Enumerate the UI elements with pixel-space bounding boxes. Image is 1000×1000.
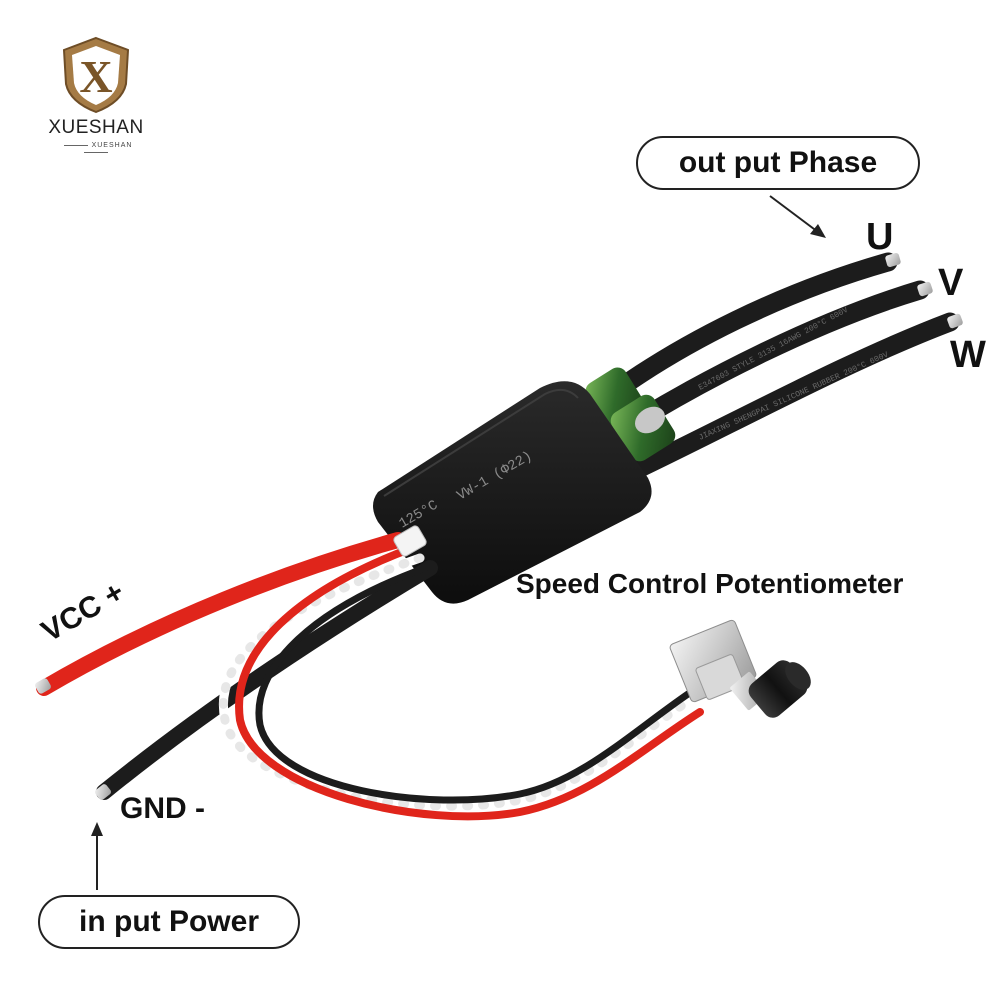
brand-subtitle: XUESHAN — [44, 142, 148, 156]
output-phase-callout: out put Phase — [636, 136, 920, 190]
brand-name: XUESHAN — [48, 117, 144, 138]
gnd-label: GND - — [120, 792, 205, 825]
potentiometer — [669, 619, 811, 718]
phase-w-label: W — [950, 334, 986, 376]
brand-logo: X — [62, 36, 130, 114]
callout-arrows — [91, 195, 826, 890]
input-wires — [35, 525, 704, 821]
speed-control-label: Speed Control Potentiometer — [516, 568, 904, 599]
capacitors — [585, 367, 676, 462]
phase-u-label: U — [866, 216, 894, 258]
esc-housing: 125°C VW-1 (Φ22) — [373, 381, 652, 604]
input-power-callout: in put Power — [38, 895, 300, 949]
phase-v-label: V — [938, 262, 964, 304]
logo-mark: X — [79, 51, 112, 102]
